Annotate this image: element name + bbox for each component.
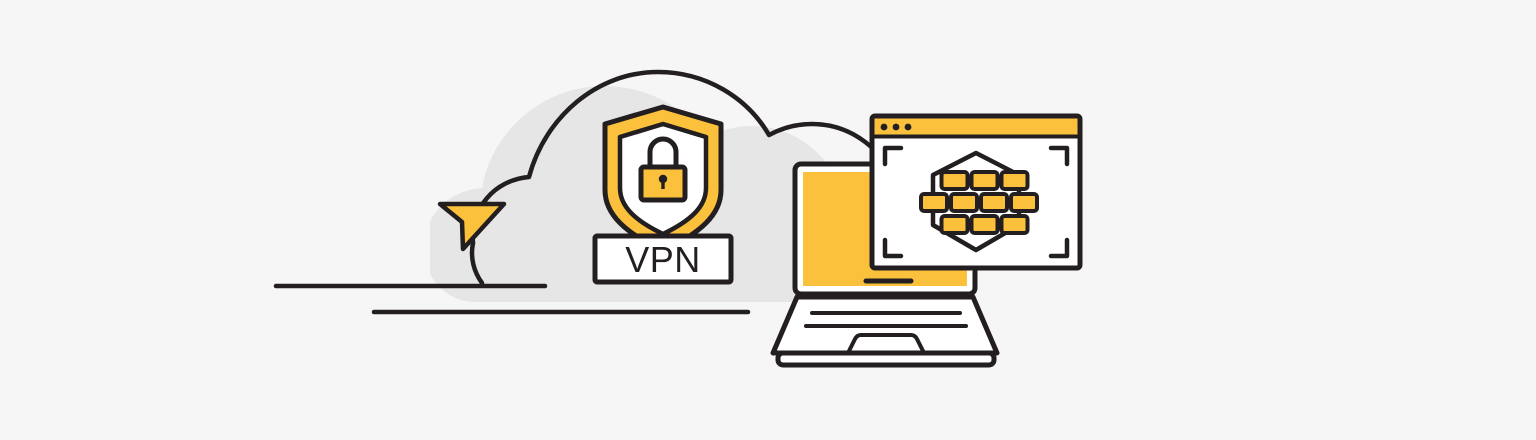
lock-keyhole-stem-icon [661, 180, 665, 189]
corner-bracket-top-right-icon [1048, 145, 1070, 167]
lock-keyhole-icon [658, 174, 668, 184]
firewall-brick [999, 170, 1030, 191]
vpn-label: VPN [592, 233, 734, 285]
firewall-brick [999, 214, 1030, 235]
cloud-outline-lower-left [469, 240, 485, 286]
firewall-brick [1009, 192, 1039, 213]
window-dot-2[interactable] [892, 123, 900, 131]
window-dot-3[interactable] [904, 123, 912, 131]
laptop-trackpad-notch [846, 333, 926, 355]
corner-bracket-bottom-right-icon [1048, 237, 1070, 259]
paper-plane-arrow-body [437, 201, 507, 252]
firewall-brick [939, 214, 970, 235]
cloud-outline [470, 69, 900, 246]
corner-bracket-top-left-icon [882, 145, 904, 167]
browser-titlebar[interactable] [874, 118, 1078, 136]
vpn-label-text: VPN [625, 239, 701, 280]
browser-window-frame [869, 113, 1083, 271]
brick-row-bottom [939, 214, 1030, 235]
firewall-brick [969, 214, 1000, 235]
paper-plane-arrow [437, 201, 507, 252]
browser-window[interactable] [869, 113, 1083, 271]
firewall-brick [939, 170, 970, 191]
brick-row-middle [919, 192, 1039, 213]
firewall-brick [919, 192, 949, 213]
firewall-brick [979, 192, 1009, 213]
lock-shackle-icon [647, 136, 679, 171]
window-dot-1[interactable] [880, 123, 888, 131]
brick-row-top [939, 170, 1030, 191]
laptop-front-lip [775, 350, 997, 368]
vpn-shield [602, 104, 724, 254]
corner-bracket-bottom-left-icon [882, 237, 904, 259]
vpn-label-box [592, 233, 734, 285]
firewall-brick-hexagon [919, 150, 1039, 253]
firewall-brick [969, 170, 1000, 191]
firewall-brick [949, 192, 979, 213]
